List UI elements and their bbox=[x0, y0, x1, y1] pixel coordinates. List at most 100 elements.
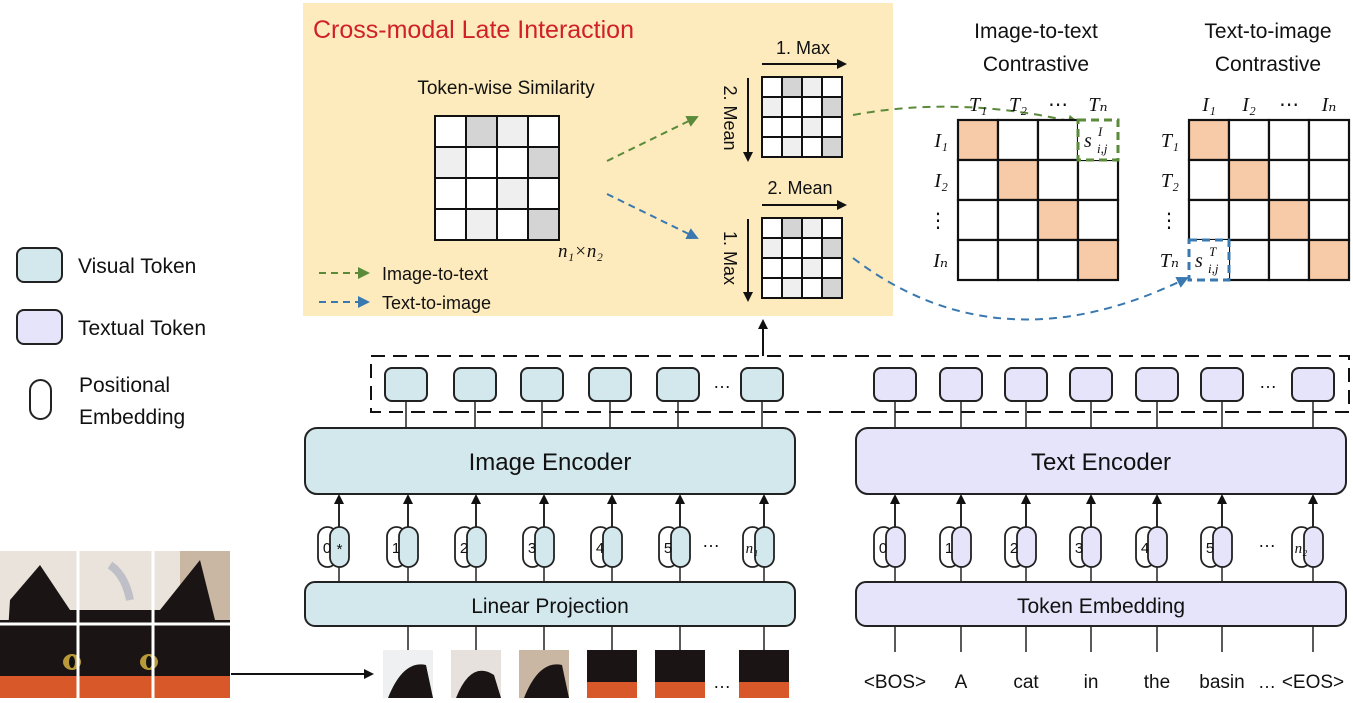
negative-pair-cell bbox=[1187, 198, 1231, 242]
legend-i2t-label: Image-to-text bbox=[382, 264, 488, 284]
visual-token bbox=[453, 367, 497, 402]
position-index-label: 3 bbox=[1075, 540, 1083, 557]
textual-token-swatch bbox=[16, 309, 63, 345]
position-index-label: 1 bbox=[392, 540, 400, 557]
similarity-score-sub: i,j bbox=[1097, 141, 1108, 156]
i2t-agg-cell bbox=[761, 237, 783, 259]
similarity-cell bbox=[496, 208, 529, 241]
image-patch-content bbox=[456, 670, 501, 698]
image-pos-token-pill bbox=[329, 526, 350, 568]
row-label: T₂ bbox=[1161, 170, 1179, 192]
i2t-agg-cell bbox=[821, 277, 843, 299]
i2t-agg-cell bbox=[781, 76, 803, 98]
textual-token bbox=[1291, 367, 1335, 402]
positional-embedding-swatch bbox=[29, 379, 52, 420]
column-label: ⋯ bbox=[1048, 94, 1068, 116]
similarity-label: Token-wise Similarity bbox=[417, 78, 595, 99]
positive-pair-cell bbox=[1076, 238, 1120, 282]
textual-token bbox=[939, 367, 983, 402]
patches-ellipsis: … bbox=[713, 672, 731, 692]
t2i-vertical-op: 1. Max bbox=[720, 231, 740, 285]
i2t-agg-cell bbox=[801, 76, 823, 98]
i2t-agg-cell bbox=[781, 277, 803, 299]
similarity-cell bbox=[434, 115, 467, 148]
negative-pair-cell bbox=[1227, 238, 1271, 282]
panel-title: Cross-modal Late Interaction bbox=[313, 16, 634, 44]
i2t-agg-cell bbox=[781, 237, 803, 259]
similarity-score-label: s bbox=[1195, 250, 1203, 272]
textual-token bbox=[1135, 367, 1179, 402]
linear-projection-label: Linear Projection bbox=[471, 595, 629, 618]
text-word: A bbox=[955, 672, 968, 693]
i2t-agg-cell bbox=[781, 116, 803, 138]
similarity-score-cell bbox=[1187, 238, 1231, 282]
negative-pair-cell bbox=[1267, 158, 1311, 202]
i2t-agg-cell bbox=[761, 76, 783, 98]
text-pos-token-pill bbox=[951, 526, 972, 568]
i2t-agg-cell bbox=[821, 76, 843, 98]
text-word: basin bbox=[1199, 672, 1244, 693]
i2t-agg-cell bbox=[781, 257, 803, 279]
negative-pair-cell bbox=[1227, 198, 1271, 242]
position-index-label: 5 bbox=[1206, 540, 1214, 557]
image-pos-token-pill bbox=[602, 526, 623, 568]
image-pos-token-pill bbox=[754, 526, 775, 568]
text-pos-token-pill bbox=[1016, 526, 1037, 568]
visual-token-ellipsis: … bbox=[713, 372, 731, 392]
i2t-agg-cell bbox=[821, 237, 843, 259]
position-index-label: n₂ bbox=[1295, 541, 1308, 557]
text-pos-token-pill bbox=[885, 526, 906, 568]
negative-pair-cell bbox=[1267, 118, 1311, 162]
i2t-title-line1: Image-to-text bbox=[974, 20, 1098, 43]
similarity-score-sub: i,j bbox=[1208, 261, 1219, 276]
position-index-label: 4 bbox=[596, 540, 604, 557]
similarity-cell bbox=[527, 146, 560, 179]
i2t-agg-cell bbox=[801, 136, 823, 158]
t2i-aggregation-matrix bbox=[761, 217, 843, 299]
negative-pair-cell bbox=[1036, 118, 1080, 162]
i2t-horizontal-op: 1. Max bbox=[776, 38, 830, 58]
negative-pair-cell bbox=[1036, 158, 1080, 202]
i2t-curve-arrow bbox=[852, 105, 1080, 127]
textual-output-tokens: … bbox=[873, 367, 1335, 428]
text-word: cat bbox=[1013, 672, 1039, 693]
visual-token bbox=[384, 367, 428, 402]
i2t-agg-cell bbox=[761, 136, 783, 158]
similarity-cell bbox=[527, 208, 560, 241]
positive-pair-cell bbox=[1307, 238, 1351, 282]
negative-pair-cell bbox=[1307, 158, 1351, 202]
positional-label-line2: Embedding bbox=[79, 406, 185, 429]
i2t-agg-cell bbox=[781, 217, 803, 239]
i2t-agg-cell bbox=[821, 217, 843, 239]
negative-pair-cell bbox=[996, 198, 1040, 242]
text-pos-token-pill bbox=[1303, 526, 1324, 568]
i2t-agg-cell bbox=[781, 96, 803, 118]
negative-pair-cell bbox=[956, 198, 1000, 242]
image-pos-token-pill bbox=[534, 526, 555, 568]
similarity-cell bbox=[527, 115, 560, 148]
negative-pair-cell bbox=[1076, 198, 1120, 242]
negative-pair-cell bbox=[1307, 118, 1351, 162]
image-encoder-box bbox=[304, 427, 796, 495]
positive-pair-cell bbox=[1227, 158, 1271, 202]
column-label: Iₙ bbox=[1321, 94, 1337, 116]
i2t-agg-cell bbox=[821, 116, 843, 138]
legend-t2i-label: Text-to-image bbox=[382, 293, 491, 313]
output-tokens-box bbox=[370, 355, 1350, 413]
positive-pair-cell bbox=[1036, 198, 1080, 242]
row-label: T₁ bbox=[1161, 130, 1179, 152]
i2t-agg-cell bbox=[801, 237, 823, 259]
image-patch-content bbox=[388, 664, 433, 698]
textual-token bbox=[1200, 367, 1244, 402]
textual-token bbox=[1004, 367, 1048, 402]
row-label: Tₙ bbox=[1160, 250, 1179, 272]
visual-token-label: Visual Token bbox=[78, 255, 196, 278]
i2t-arrow bbox=[606, 116, 699, 162]
i2t-agg-cell bbox=[821, 96, 843, 118]
t2i-title-line2: Contrastive bbox=[1215, 53, 1321, 76]
negative-pair-cell bbox=[1227, 118, 1271, 162]
i2t-agg-cell bbox=[801, 257, 823, 279]
